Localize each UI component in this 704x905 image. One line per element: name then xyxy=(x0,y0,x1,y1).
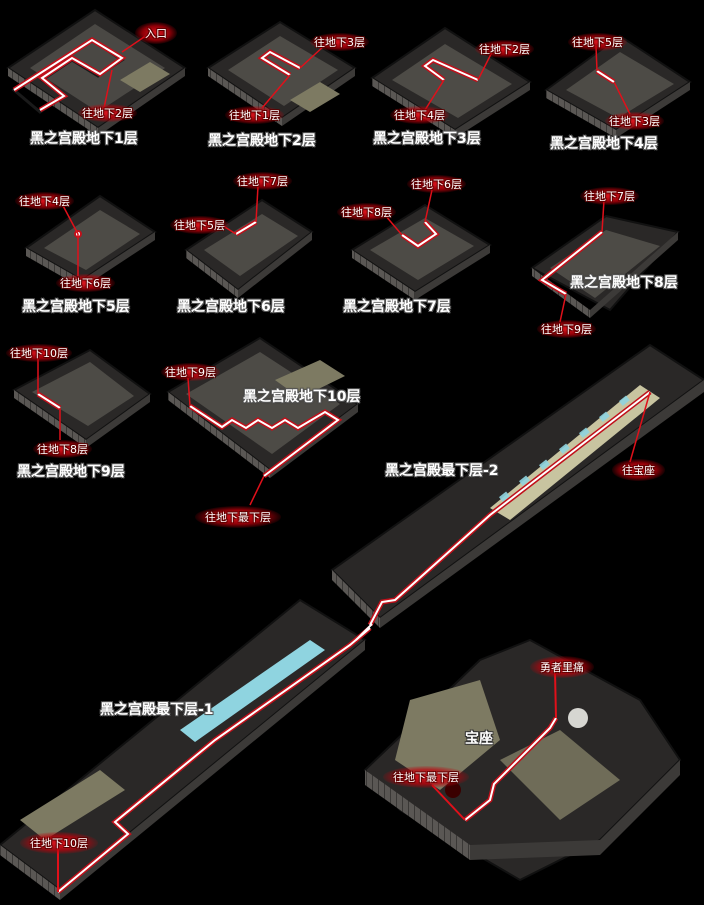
lowest-floor-2-title: 黑之宫殿最下层-2 xyxy=(385,463,499,479)
portal-to-b9[interactable]: 往地下9层 xyxy=(161,363,220,381)
floor-b8-title: 黑之宫殿地下8层 xyxy=(570,275,678,291)
floor-b4-title: 黑之宫殿地下4层 xyxy=(550,136,658,152)
floor-b1-title: 黑之宫殿地下1层 xyxy=(30,131,138,147)
lowest-floor-2-map xyxy=(330,343,704,628)
floor-b7-title: 黑之宫殿地下7层 xyxy=(343,299,451,315)
lowest-floor-1-title: 黑之宫殿最下层-1 xyxy=(100,702,214,718)
npc-hero-marker[interactable]: 勇者里痛 xyxy=(530,656,594,678)
portal-to-throne[interactable]: 往宝座 xyxy=(612,459,665,481)
portal-to-b5[interactable]: 往地下5层 xyxy=(568,33,627,51)
floor-b5-map xyxy=(24,194,157,288)
portal-to-b5[interactable]: 往地下5层 xyxy=(170,216,229,234)
floor-b5-title: 黑之宫殿地下5层 xyxy=(22,299,130,315)
portal-entrance[interactable]: 入口 xyxy=(135,22,177,44)
portal-to-lowest[interactable]: 往地下最下层 xyxy=(195,506,281,528)
floor-b9-title: 黑之宫殿地下9层 xyxy=(17,464,125,480)
portal-to-b4[interactable]: 往地下4层 xyxy=(15,192,74,210)
floor-b6-map xyxy=(184,185,314,298)
floor-b8-map xyxy=(530,199,680,323)
portal-to-b4[interactable]: 往地下4层 xyxy=(390,106,449,124)
lowest-floor-1-map xyxy=(0,598,372,900)
portal-to-b7[interactable]: 往地下7层 xyxy=(233,172,292,190)
portal-to-b10[interactable]: 往地下10层 xyxy=(6,344,72,362)
throne-room-title: 宝座 xyxy=(465,731,493,747)
portal-to-b8[interactable]: 往地下8层 xyxy=(337,203,396,221)
portal-to-b7[interactable]: 往地下7层 xyxy=(580,187,639,205)
portal-to-b6[interactable]: 往地下6层 xyxy=(56,274,115,292)
floor-b7-map xyxy=(350,189,492,300)
portal-to-b2[interactable]: 往地下2层 xyxy=(78,104,137,122)
floor-b9-map xyxy=(12,348,152,448)
route-connector xyxy=(355,623,373,641)
floor-b4-map xyxy=(544,34,692,138)
portal-to-b6[interactable]: 往地下6层 xyxy=(407,175,466,193)
floor-b2-title: 黑之宫殿地下2层 xyxy=(208,133,316,149)
portal-to-b9[interactable]: 往地下9层 xyxy=(537,320,596,338)
portal-to-b3[interactable]: 往地下3层 xyxy=(605,112,664,130)
portal-to-b8[interactable]: 往地下8层 xyxy=(33,440,92,458)
portal-to-b10[interactable]: 往地下10层 xyxy=(20,832,98,854)
throne-room-map xyxy=(363,638,682,882)
floor-b3-title: 黑之宫殿地下3层 xyxy=(373,131,481,147)
portal-to-b2[interactable]: 往地下2层 xyxy=(475,40,534,58)
portal-to-b1[interactable]: 往地下1层 xyxy=(225,106,284,124)
floor-b10-title: 黑之宫殿地下10层 xyxy=(243,389,361,405)
floor-b6-title: 黑之宫殿地下6层 xyxy=(177,299,285,315)
portal-to-b3[interactable]: 往地下3层 xyxy=(310,33,369,51)
portal-to-lowest[interactable]: 往地下最下层 xyxy=(383,766,469,788)
